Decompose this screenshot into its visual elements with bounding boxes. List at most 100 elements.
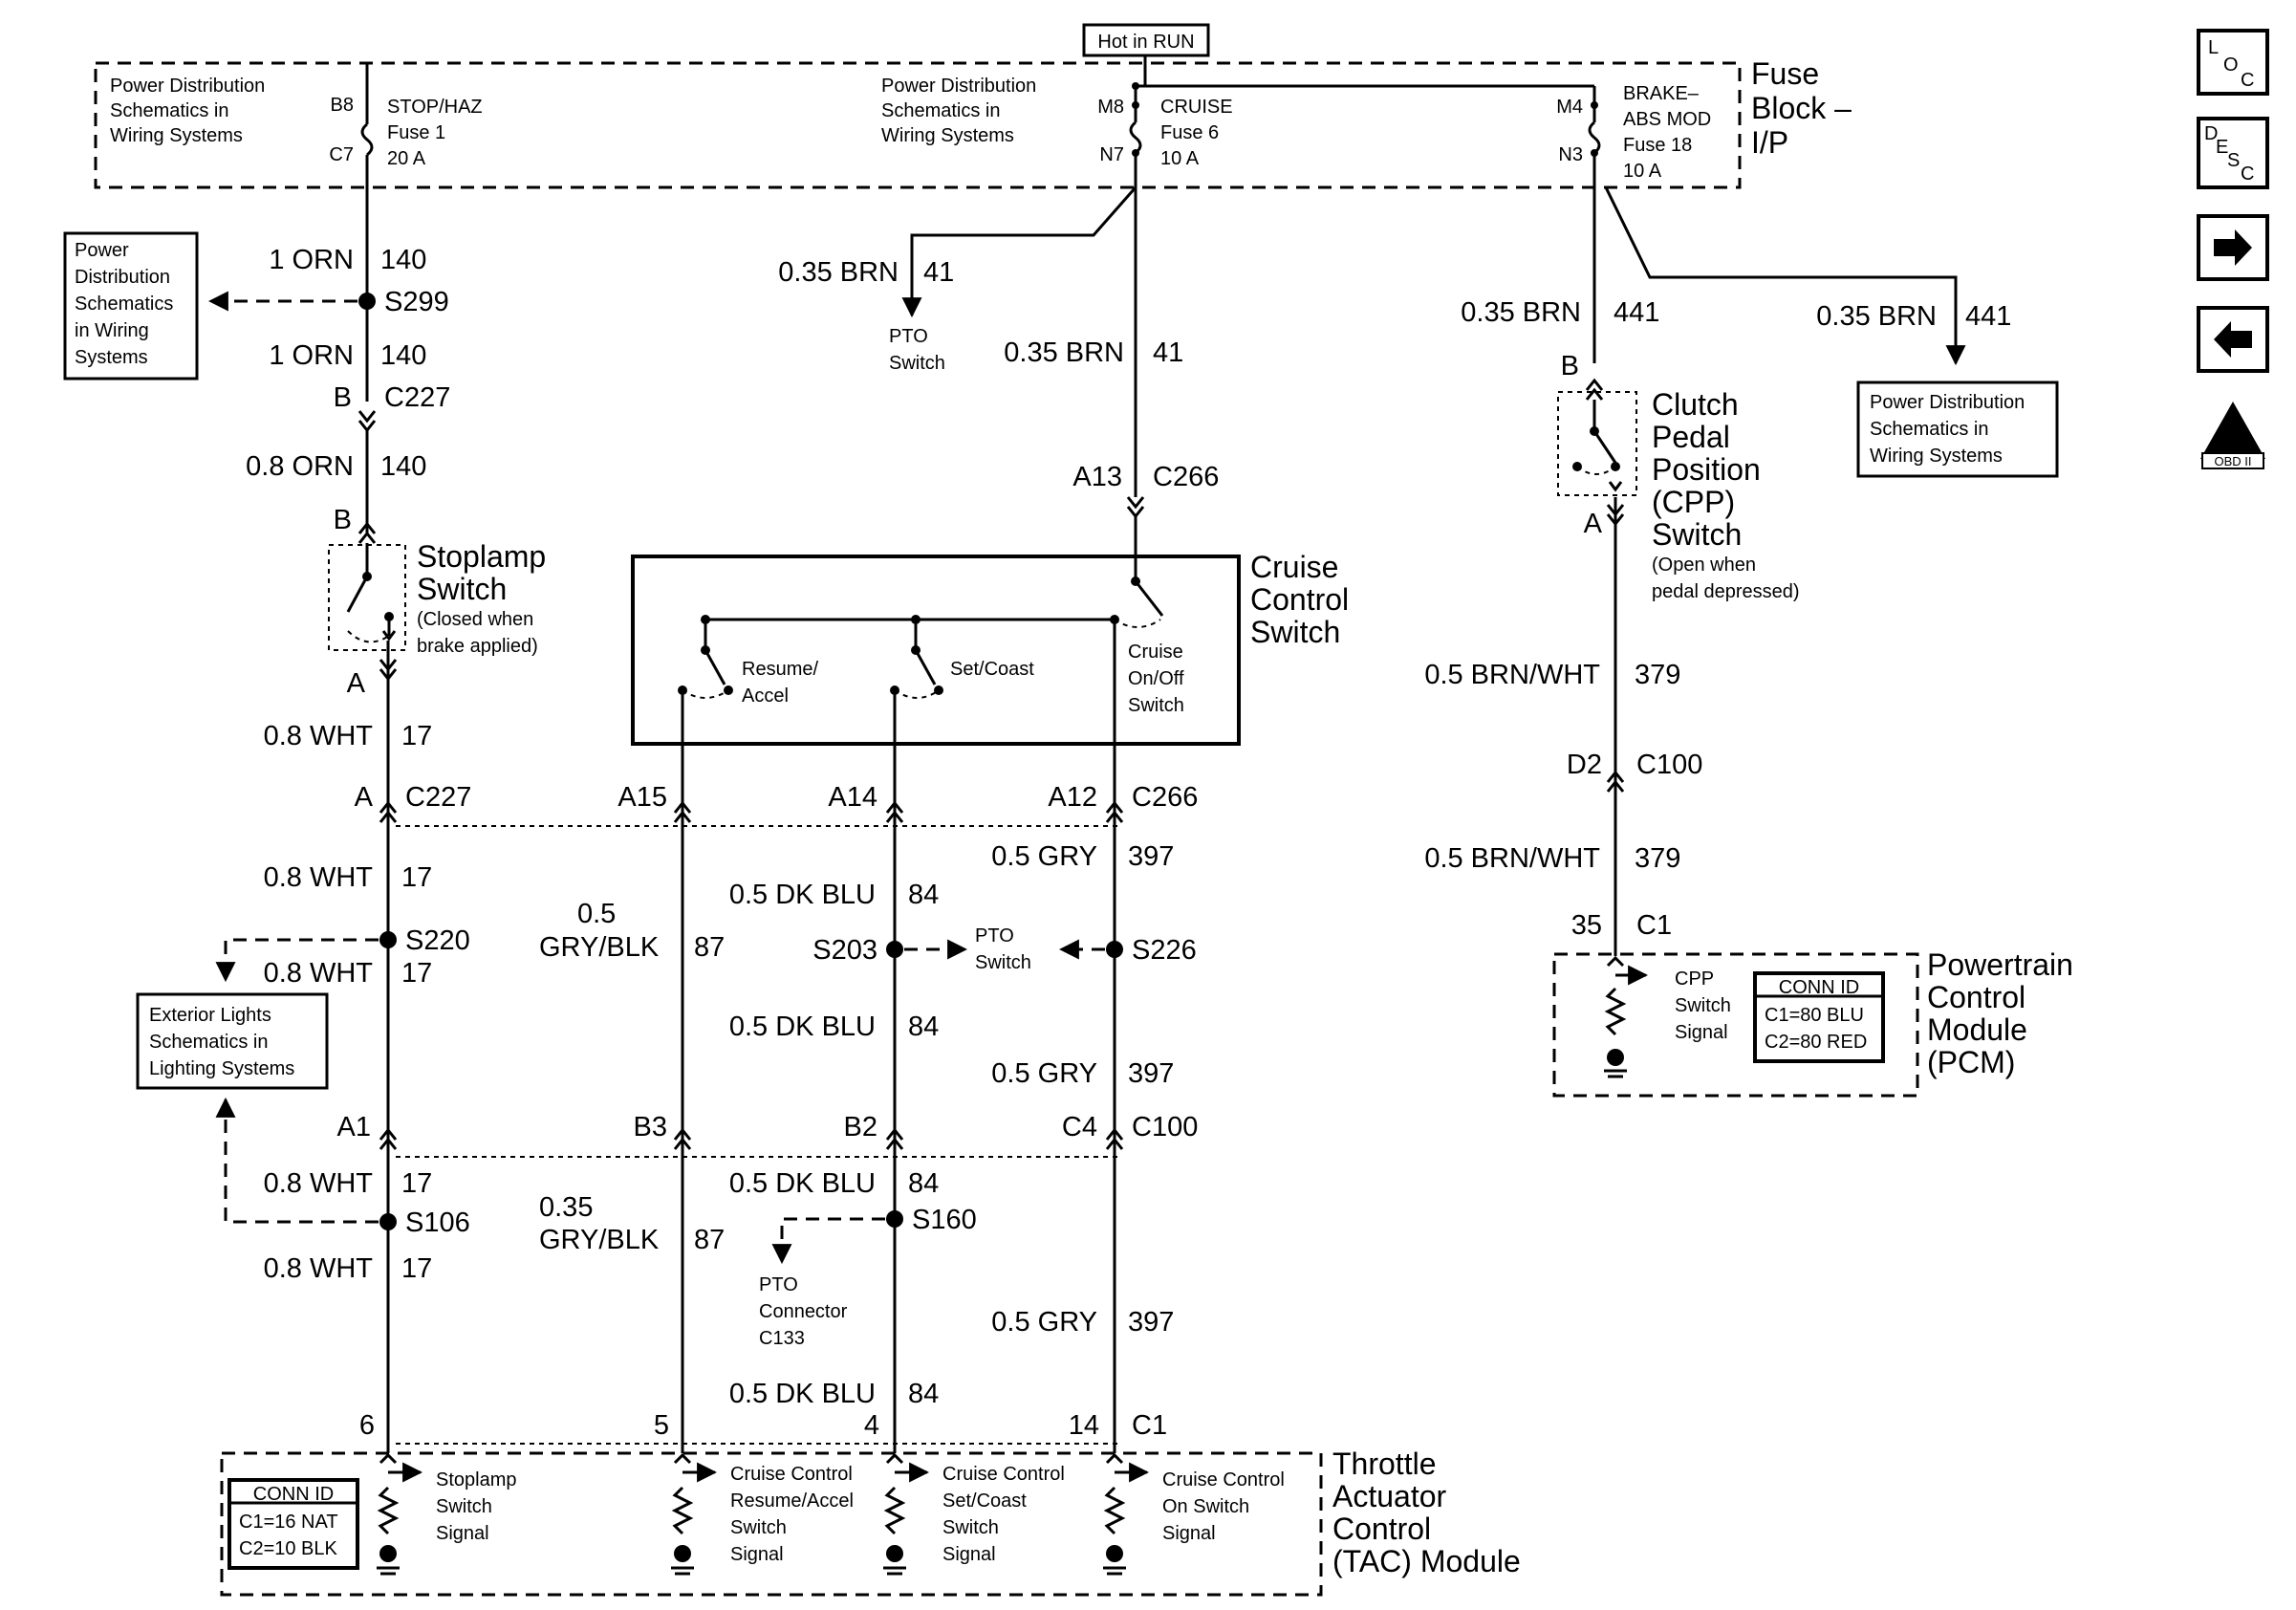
svg-text:CONN ID: CONN ID	[253, 1484, 334, 1505]
svg-text:Power: Power	[75, 240, 129, 261]
svg-text:Fuse 18: Fuse 18	[1623, 135, 1692, 156]
svg-text:41: 41	[923, 257, 954, 288]
svg-text:GRY/BLK: GRY/BLK	[539, 932, 660, 963]
svg-text:On/Off: On/Off	[1128, 668, 1184, 689]
pds-left-text: Power Distribution Schematics in Wiring …	[75, 240, 173, 368]
svg-text:CPP: CPP	[1675, 968, 1714, 990]
splice-s106	[379, 1213, 397, 1230]
pds-right-text: Power Distribution Schematics in Wiring …	[1870, 392, 2025, 467]
svg-text:A: A	[355, 782, 374, 813]
svg-text:in Wiring: in Wiring	[75, 320, 149, 341]
svg-text:379: 379	[1635, 843, 1680, 874]
svg-text:GRY/BLK: GRY/BLK	[539, 1225, 660, 1255]
svg-text:C100: C100	[1132, 1112, 1198, 1142]
svg-text:41: 41	[1153, 337, 1183, 368]
splice-s203	[886, 941, 903, 958]
svg-text:Stoplamp: Stoplamp	[436, 1469, 517, 1490]
svg-text:D: D	[2204, 123, 2218, 144]
svg-text:Switch: Switch	[436, 1496, 492, 1517]
pto-connector-c133: PTO Connector C133	[759, 1274, 848, 1349]
svg-text:Switch: Switch	[1250, 615, 1340, 649]
svg-text:87: 87	[694, 932, 725, 963]
svg-text:6: 6	[359, 1410, 375, 1441]
svg-text:Throttle: Throttle	[1332, 1447, 1436, 1481]
svg-text:(PCM): (PCM)	[1927, 1045, 2015, 1079]
svg-text:0.8 WHT: 0.8 WHT	[264, 1168, 374, 1199]
svg-text:0.8 WHT: 0.8 WHT	[264, 958, 374, 989]
arrow-right-icon[interactable]	[2197, 214, 2269, 281]
svg-text:0.5 GRY: 0.5 GRY	[991, 1307, 1097, 1338]
svg-text:PTO: PTO	[975, 925, 1014, 946]
svg-text:0.5 GRY: 0.5 GRY	[991, 841, 1097, 872]
tac-module-title: Throttle Actuator Control (TAC) Module	[1332, 1447, 1521, 1578]
svg-text:Wiring Systems: Wiring Systems	[1870, 446, 2003, 467]
svg-text:441: 441	[1614, 297, 1659, 328]
svg-text:(Closed when: (Closed when	[417, 609, 533, 630]
svg-text:C: C	[2241, 163, 2254, 185]
svg-text:ABS MOD: ABS MOD	[1623, 109, 1711, 130]
svg-text:A12: A12	[1048, 782, 1097, 813]
svg-text:M4: M4	[1556, 97, 1583, 118]
svg-text:B: B	[334, 505, 352, 535]
svg-text:10 A: 10 A	[1160, 148, 1200, 169]
hot-in-run-label: Hot in RUN	[1097, 32, 1194, 53]
svg-text:B3: B3	[634, 1112, 667, 1142]
splice-s160	[886, 1210, 903, 1228]
svg-text:A: A	[347, 668, 366, 699]
loc-icon[interactable]: L O C	[2197, 29, 2269, 96]
svg-text:35: 35	[1571, 910, 1602, 941]
obd-ii-icon[interactable]: OBD II	[2200, 402, 2265, 469]
svg-text:C266: C266	[1132, 782, 1198, 813]
svg-text:Control: Control	[1927, 980, 2025, 1014]
svg-text:0.8 WHT: 0.8 WHT	[264, 862, 374, 893]
svg-text:Clutch: Clutch	[1652, 387, 1739, 422]
svg-text:CONN ID: CONN ID	[1779, 977, 1859, 998]
svg-text:L: L	[2208, 37, 2219, 58]
svg-text:0.5 DK BLU: 0.5 DK BLU	[729, 1012, 876, 1042]
svg-text:379: 379	[1635, 660, 1680, 690]
svg-text:20 A: 20 A	[387, 148, 426, 169]
svg-text:A14: A14	[828, 782, 877, 813]
svg-text:Switch: Switch	[730, 1517, 787, 1538]
tac-input-set: Cruise Control Set/Coast Switch Signal	[883, 1452, 1065, 1576]
pcm-conn-id: CONN ID C1=80 BLU C2=80 RED	[1753, 971, 1885, 1063]
svg-text:17: 17	[401, 721, 432, 751]
svg-text:Switch: Switch	[417, 572, 507, 606]
svg-text:140: 140	[380, 340, 426, 371]
cpp-switch: Clutch Pedal Position (CPP) Switch (Open…	[1557, 387, 1800, 602]
svg-text:M8: M8	[1097, 97, 1124, 118]
desc-icon[interactable]: D E S C	[2197, 117, 2269, 189]
svg-text:1 ORN: 1 ORN	[269, 340, 354, 371]
svg-text:Schematics in: Schematics in	[110, 100, 229, 121]
svg-text:S220: S220	[405, 925, 470, 956]
svg-text:Cruise Control: Cruise Control	[942, 1464, 1065, 1485]
svg-text:C266: C266	[1153, 462, 1219, 492]
svg-text:0.35 BRN: 0.35 BRN	[1004, 337, 1124, 368]
svg-text:S226: S226	[1132, 935, 1197, 966]
svg-text:84: 84	[908, 1012, 939, 1042]
svg-text:87: 87	[694, 1225, 725, 1255]
svg-text:N3: N3	[1558, 144, 1583, 165]
svg-text:B: B	[1561, 351, 1579, 381]
tac-input-stoplamp: Stoplamp Switch Signal	[377, 1452, 517, 1576]
pds-box-left	[63, 231, 199, 381]
svg-text:397: 397	[1128, 1307, 1174, 1338]
svg-text:Exterior Lights: Exterior Lights	[149, 1005, 271, 1026]
svg-text:C1=16 NAT: C1=16 NAT	[239, 1512, 338, 1533]
svg-text:C227: C227	[405, 782, 471, 813]
svg-text:Schematics: Schematics	[75, 294, 173, 315]
svg-text:0.5: 0.5	[577, 899, 616, 929]
tac-module-outline	[220, 1451, 1323, 1597]
svg-text:441: 441	[1965, 301, 2011, 332]
svg-text:Fuse 1: Fuse 1	[387, 122, 445, 143]
svg-text:Signal: Signal	[730, 1544, 784, 1565]
svg-text:Power Distribution: Power Distribution	[1870, 392, 2025, 413]
svg-text:Schematics in: Schematics in	[881, 100, 1001, 121]
svg-text:Switch: Switch	[975, 952, 1031, 973]
arrow-left-icon[interactable]	[2197, 306, 2269, 373]
svg-text:17: 17	[401, 1253, 432, 1284]
svg-text:84: 84	[908, 1168, 939, 1199]
cruise-control-switch-box	[631, 555, 1241, 746]
svg-text:0.35 BRN: 0.35 BRN	[778, 257, 899, 288]
